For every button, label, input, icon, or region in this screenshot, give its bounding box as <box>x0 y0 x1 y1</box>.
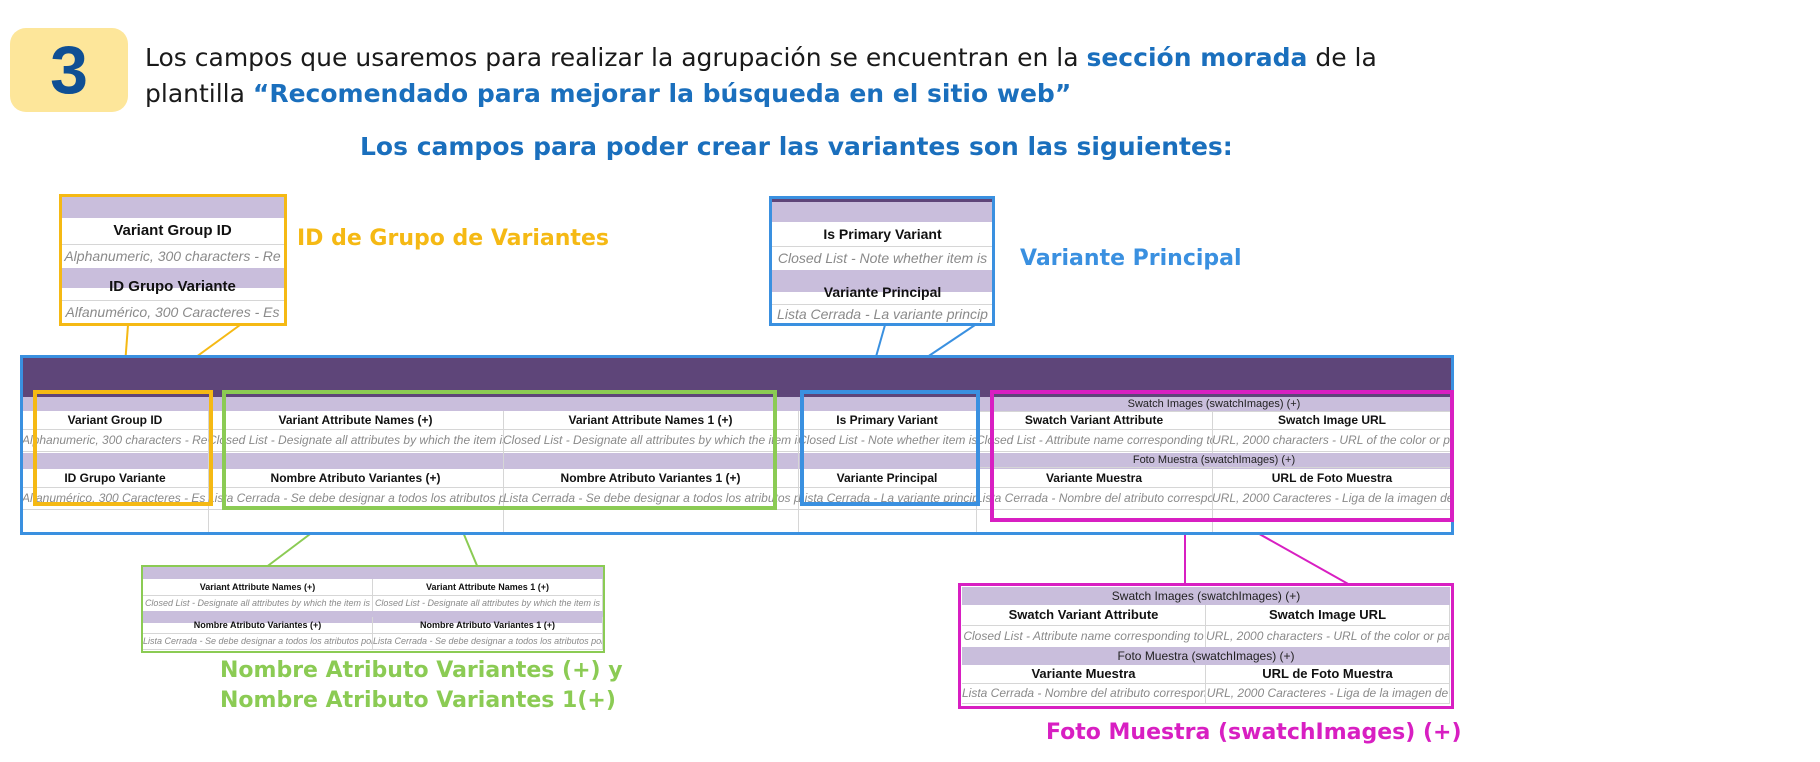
green-header-attr-names: Variant Attribute Names (+) <box>143 579 373 595</box>
intro-text: Los campos que usaremos para realizar la… <box>145 40 1545 112</box>
main-header-variante-muestra: Variante Muestra <box>976 469 1212 488</box>
label-swatch: Foto Muestra (swatchImages) (+) <box>1046 720 1462 745</box>
main-header-attr-names-1: Variant Attribute Names 1 (+) <box>503 411 798 430</box>
main-header-swatch-variant-attr: Swatch Variant Attribute <box>976 411 1212 430</box>
swatch-desc-image-url: URL, 2000 characters - URL of the color … <box>1206 625 1450 647</box>
snippet-swatch: Swatch Images (swatchImages) (+) Swatch … <box>962 587 1450 705</box>
outline-primary-snippet <box>769 196 995 326</box>
label-attr-names-line2: Nombre Atributo Variantes 1(+) <box>220 688 616 713</box>
swatch-header-url-foto-muestra: URL de Foto Muestra <box>1206 665 1450 683</box>
label-primary: Variante Principal <box>1020 246 1242 271</box>
swatch-desc-variant-attr: Closed List - Attribute name correspondi… <box>962 625 1206 647</box>
main-header-is-primary: Is Primary Variant <box>798 411 976 430</box>
intro-part2: de la <box>1307 43 1377 72</box>
main-desc-id-grupo: Alfanumérico, 300 Caracteres - Es <box>22 487 208 510</box>
main-desc-swatch-image-url: URL, 2000 characters - URL of the color … <box>1212 429 1452 452</box>
label-attr-names-line1: Nombre Atributo Variantes (+) y <box>220 658 623 683</box>
intro-highlight-plantilla: “Recomendado para mejorar la búsqueda en… <box>252 79 1072 108</box>
intro-part3: plantilla <box>145 79 253 108</box>
swatch-desc-url-foto-muestra: URL, 2000 Caracteres - Liga de la imagen… <box>1206 683 1450 703</box>
green-desc-attr-names: Closed List - Designate all attributes b… <box>143 595 373 611</box>
main-group-foto-muestra: Foto Muestra (swatchImages) (+) <box>976 453 1452 468</box>
outline-main-primary <box>800 390 980 506</box>
swatch-header-variante-muestra: Variante Muestra <box>962 665 1206 683</box>
main-desc-url-foto-muestra: URL, 2000 Caracteres - Liga de la imagen… <box>1212 487 1452 510</box>
snippet-variant-group-id: Variant Group ID Alphanumeric, 300 chara… <box>60 194 286 324</box>
outline-main-swatch <box>990 390 1454 522</box>
green-header-nombre-attr-1: Nombre Atributo Variantes 1 (+) <box>373 617 603 633</box>
step-number: 3 <box>50 32 88 108</box>
label-attr-names: Nombre Atributo Variantes (+) y Nombre A… <box>220 656 623 716</box>
snippet-is-primary: Is Primary Variant Closed List - Note wh… <box>770 196 995 324</box>
main-header-variant-group-id: Variant Group ID <box>22 411 208 430</box>
main-group-swatch-images: Swatch Images (swatchImages) (+) <box>976 397 1452 412</box>
step-badge: 3 <box>10 28 128 112</box>
main-header-url-foto-muestra: URL de Foto Muestra <box>1212 469 1452 488</box>
main-spreadsheet: Variant Group ID Alphanumeric, 300 chara… <box>22 357 1452 533</box>
swatch-group-swatch-images: Swatch Images (swatchImages) (+) <box>1111 589 1301 603</box>
green-header-attr-names-1: Variant Attribute Names 1 (+) <box>373 579 603 595</box>
swatch-group-foto-muestra: Foto Muestra (swatchImages) (+) <box>1117 649 1295 663</box>
main-desc-attr-names: Closed List - Designate all attributes b… <box>208 429 503 452</box>
main-desc-variant-group-id: Alphanumeric, 300 characters - Re <box>22 429 208 452</box>
intro-highlight-seccion: sección morada <box>1086 43 1308 72</box>
main-header-swatch-image-url: Swatch Image URL <box>1212 411 1452 430</box>
swatch-header-image-url: Swatch Image URL <box>1206 605 1450 625</box>
subtitle: Los campos para poder crear las variante… <box>360 132 1233 161</box>
green-header-nombre-attr: Nombre Atributo Variantes (+) <box>143 617 373 633</box>
snippet-attr-names: Variant Attribute Names (+) Variant Attr… <box>143 567 603 651</box>
main-header-variante-principal: Variante Principal <box>798 469 976 488</box>
main-desc-variante-principal: Lista Cerrada - La variante princip <box>798 487 976 510</box>
green-desc-nombre-attr-1: Lista Cerrada - Se debe designar a todos… <box>373 633 603 649</box>
outline-main-attr-names <box>222 390 777 510</box>
outline-swatch-snippet <box>958 583 1454 709</box>
intro-part1: Los campos que usaremos para realizar la… <box>145 43 1087 72</box>
outline-group-id-snippet <box>59 194 287 326</box>
main-desc-swatch-variant-attr: Closed List - Attribute name correspondi… <box>976 429 1212 452</box>
main-header-nombre-attr-1: Nombre Atributo Variantes 1 (+) <box>503 469 798 488</box>
main-desc-attr-names-1: Closed List - Designate all attributes b… <box>503 429 798 452</box>
swatch-header-variant-attr: Swatch Variant Attribute <box>962 605 1206 625</box>
label-group-id: ID de Grupo de Variantes <box>297 226 609 251</box>
main-desc-is-primary: Closed List - Note whether item is <box>798 429 976 452</box>
main-desc-variante-muestra: Lista Cerrada - Nombre del atributo corr… <box>976 487 1212 510</box>
green-desc-nombre-attr: Lista Cerrada - Se debe designar a todos… <box>143 633 373 649</box>
outline-main-group-id <box>33 390 213 506</box>
main-header-id-grupo: ID Grupo Variante <box>22 469 208 488</box>
swatch-desc-variante-muestra: Lista Cerrada - Nombre del atributo corr… <box>962 683 1206 703</box>
outline-attr-names-snippet <box>141 565 605 653</box>
green-desc-attr-names-1: Closed List - Designate all attributes b… <box>373 595 603 611</box>
main-header-attr-names: Variant Attribute Names (+) <box>208 411 503 430</box>
main-header-nombre-attr: Nombre Atributo Variantes (+) <box>208 469 503 488</box>
